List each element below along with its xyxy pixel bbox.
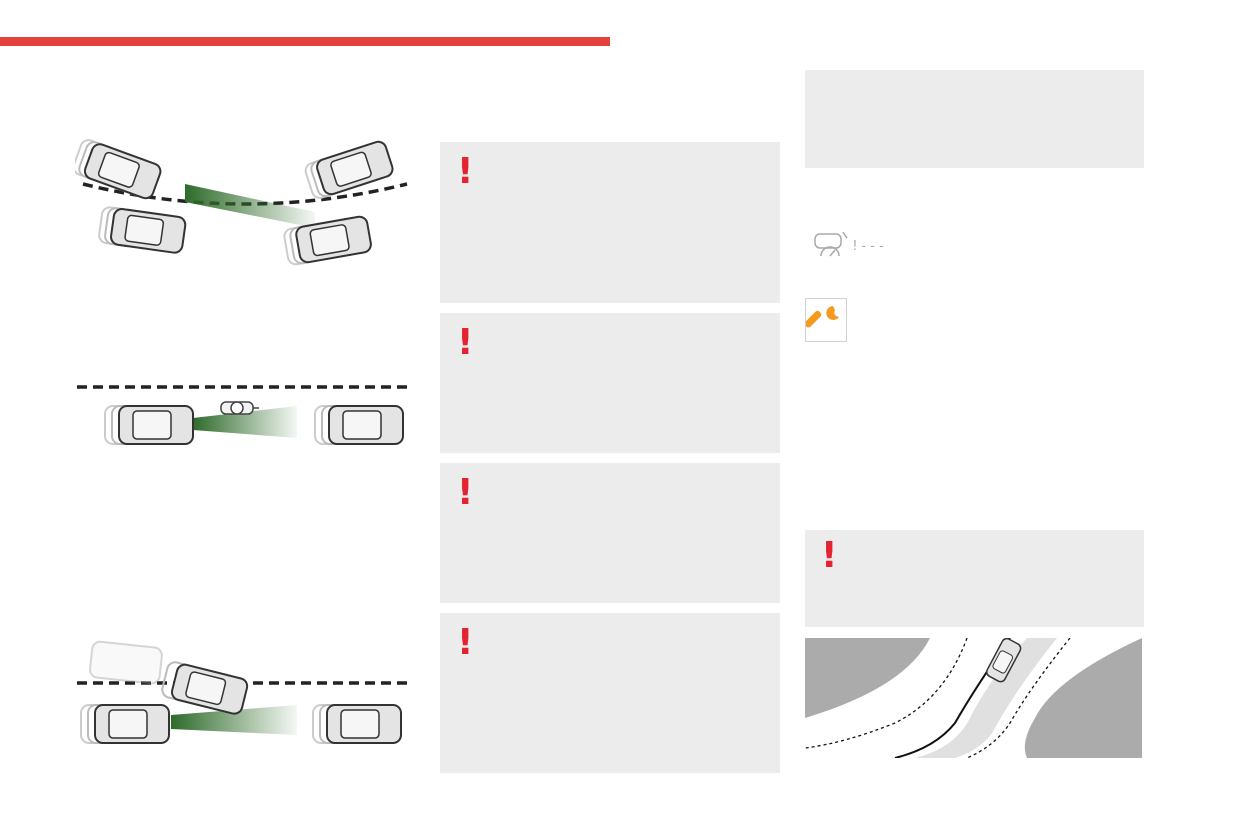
warning-box-5: ! [805, 530, 1144, 627]
car-icon [283, 215, 372, 266]
motorcycle-icon [220, 401, 259, 415]
road-dashed-line [805, 638, 968, 749]
car-icon [312, 704, 402, 744]
info-box [805, 70, 1144, 168]
car-icon [161, 661, 249, 715]
warning-box-1: ! [440, 142, 780, 303]
motorcycle-scene-illustration [77, 385, 411, 445]
wrench-icon [804, 306, 839, 328]
radar-beam [185, 184, 315, 228]
exclamation-icon: ! [457, 322, 474, 363]
header-accent-bar [0, 37, 610, 46]
exclamation-icon: ! [457, 151, 474, 192]
road-verge [1024, 638, 1142, 758]
car-icon [75, 139, 162, 200]
car-icon [304, 140, 394, 199]
road-dashed-line [966, 638, 1071, 758]
service-indicator [804, 298, 847, 342]
car-icon [98, 206, 187, 254]
warning-box-3: ! [440, 463, 780, 603]
speed-warning-text: !--- [851, 239, 887, 254]
radar-beam [171, 705, 297, 735]
warning-box-2: ! [440, 313, 780, 453]
curved-road-illustration [805, 638, 1142, 758]
exclamation-icon: ! [457, 472, 474, 513]
cut-in-scene-illustration [77, 640, 411, 744]
road-verge [805, 638, 930, 718]
car-icon [314, 405, 404, 445]
car-icon [80, 704, 170, 744]
exclamation-icon: ! [457, 622, 474, 663]
car-icon [104, 405, 194, 445]
radar-beam [193, 406, 297, 438]
road-lane [915, 638, 1057, 758]
car-icon [986, 638, 1022, 683]
car-icon [89, 640, 163, 685]
exclamation-icon: ! [821, 535, 838, 576]
speed-limit-warning-icon [814, 231, 848, 257]
curve-scene-illustration [75, 139, 408, 266]
warning-box-4: ! [440, 613, 780, 773]
